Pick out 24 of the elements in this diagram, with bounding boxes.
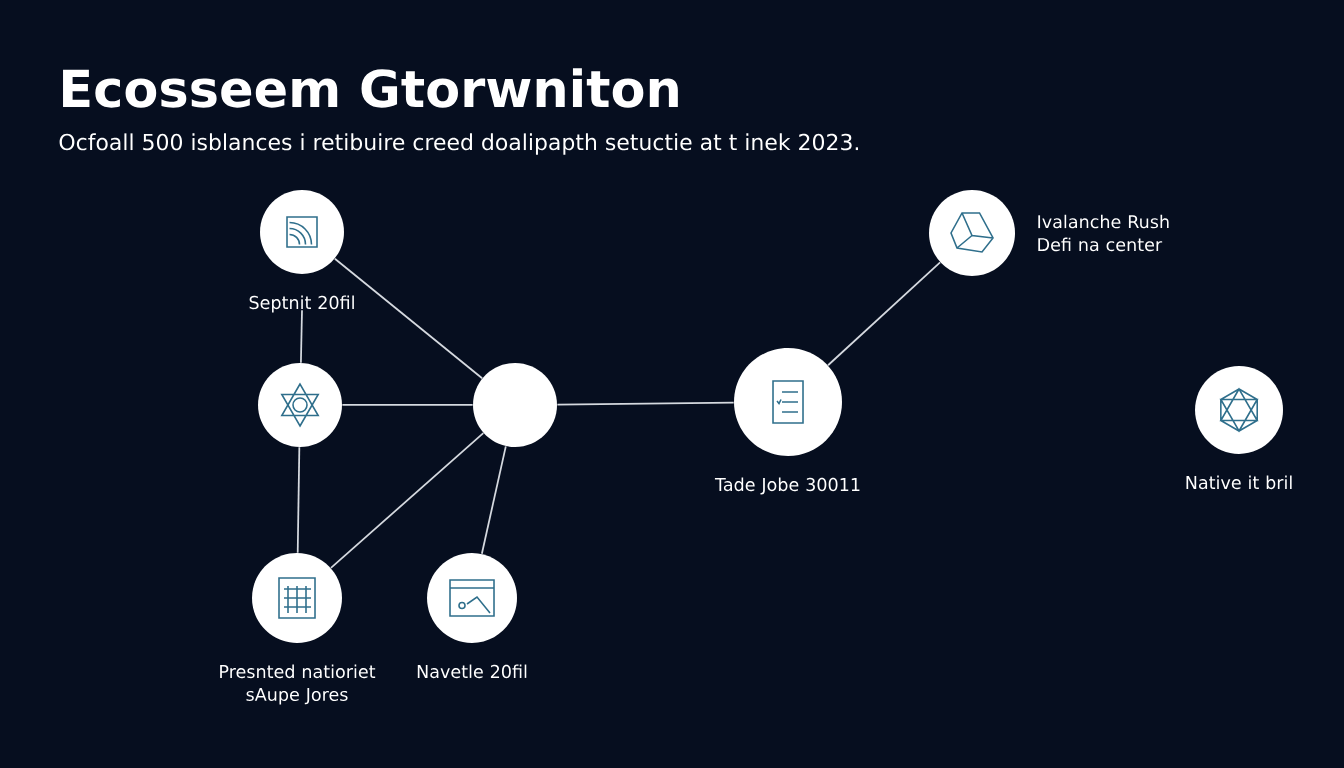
- connector-line: [300, 309, 303, 364]
- connector-line: [827, 261, 941, 367]
- connector-line: [481, 445, 507, 555]
- circle-node: [473, 363, 557, 447]
- connector-line: [334, 257, 483, 380]
- circle-node: [258, 363, 342, 447]
- connector-line: [556, 401, 735, 406]
- node-label: Presnted natioriet sAupe Jores: [220, 664, 376, 705]
- circle-node: Navetle 20fil: [417, 553, 527, 679]
- node-label: Tade Jobe 30011: [714, 477, 860, 495]
- circle-node: Septnit 20fil: [249, 190, 354, 313]
- circle-node: Native it bril: [1186, 366, 1292, 490]
- node-label: Navetle 20fil: [417, 664, 527, 679]
- connector-line: [296, 446, 301, 554]
- circle-node: Presnted natioriet sAupe Jores: [220, 553, 376, 705]
- circle-node: Ivalanche Rush Defi na center: [929, 190, 1169, 276]
- connector-line: [341, 404, 474, 406]
- subtitle: Ocfoall 500 isblances i retibuire creed doalipapth setuctie at t inek 2023.: [59, 133, 859, 155]
- circle-node: Tade Jobe 30011: [714, 348, 860, 495]
- connector-line: [330, 432, 485, 569]
- title: Ecosseem Gtorwniton: [63, 68, 678, 108]
- node-label: Native it bril: [1186, 475, 1292, 490]
- node-label: Septnit 20fil: [249, 295, 354, 313]
- node-label: Ivalanche Rush Defi na center: [1038, 214, 1169, 252]
